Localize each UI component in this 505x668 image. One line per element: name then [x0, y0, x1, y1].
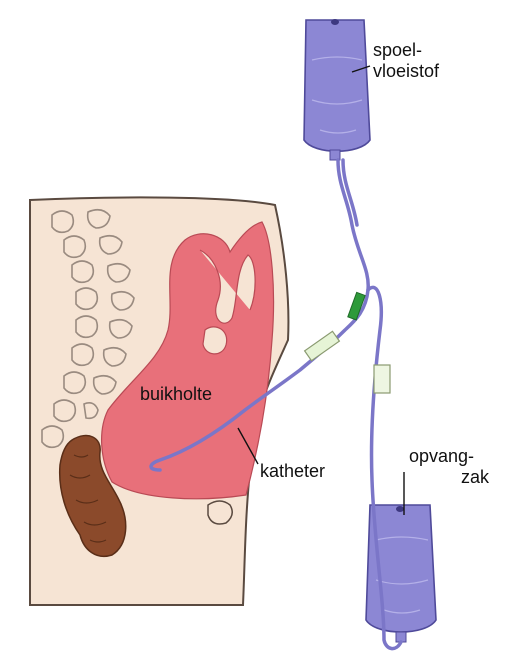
collection-bag-label-line2: zak [461, 467, 489, 488]
abdominal-cavity-label: buikholte [140, 384, 212, 405]
irrigation-fluid-bag [304, 19, 370, 160]
catheter-label: katheter [260, 461, 325, 482]
irrigation-fluid-label-line1: spoel- [373, 40, 422, 61]
irrigation-fluid-label-line2: vloeistof [373, 61, 439, 82]
collection-bag-label-line1: opvang- [409, 446, 474, 467]
